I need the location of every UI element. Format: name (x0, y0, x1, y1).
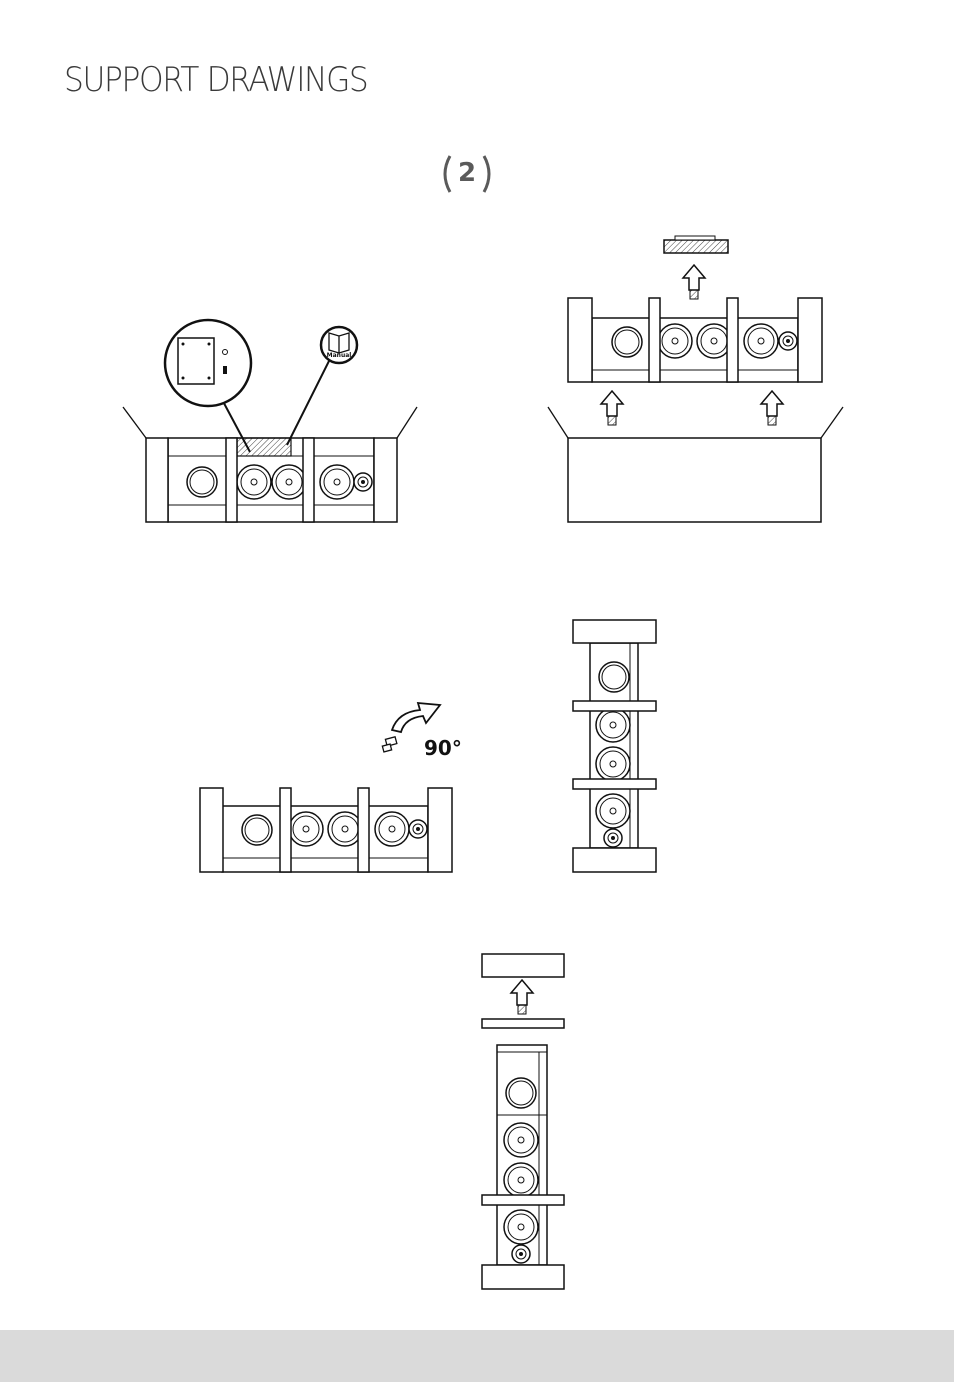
footer-band (0, 1330, 954, 1382)
support-drawings-svg: Manual 90° (0, 0, 954, 1330)
remove-support-arrow-icon (511, 980, 533, 1014)
lift-right-arrow-icon (761, 391, 783, 425)
figure-speaker-in-box: Manual (123, 320, 417, 522)
packing-box (568, 438, 821, 522)
rotation-angle-label: 90° (424, 736, 462, 760)
rotate-arrow-icon (392, 703, 440, 732)
lift-bracket-arrow-icon (683, 265, 705, 299)
figure-rotate-90: 90° (200, 703, 462, 872)
figure-upright-with-supports (573, 620, 656, 872)
lift-left-arrow-icon (601, 391, 623, 425)
figure-remove-top-support (482, 954, 564, 1289)
manual-label: Manual (327, 352, 352, 359)
figure-lift-out-of-box (548, 236, 843, 522)
